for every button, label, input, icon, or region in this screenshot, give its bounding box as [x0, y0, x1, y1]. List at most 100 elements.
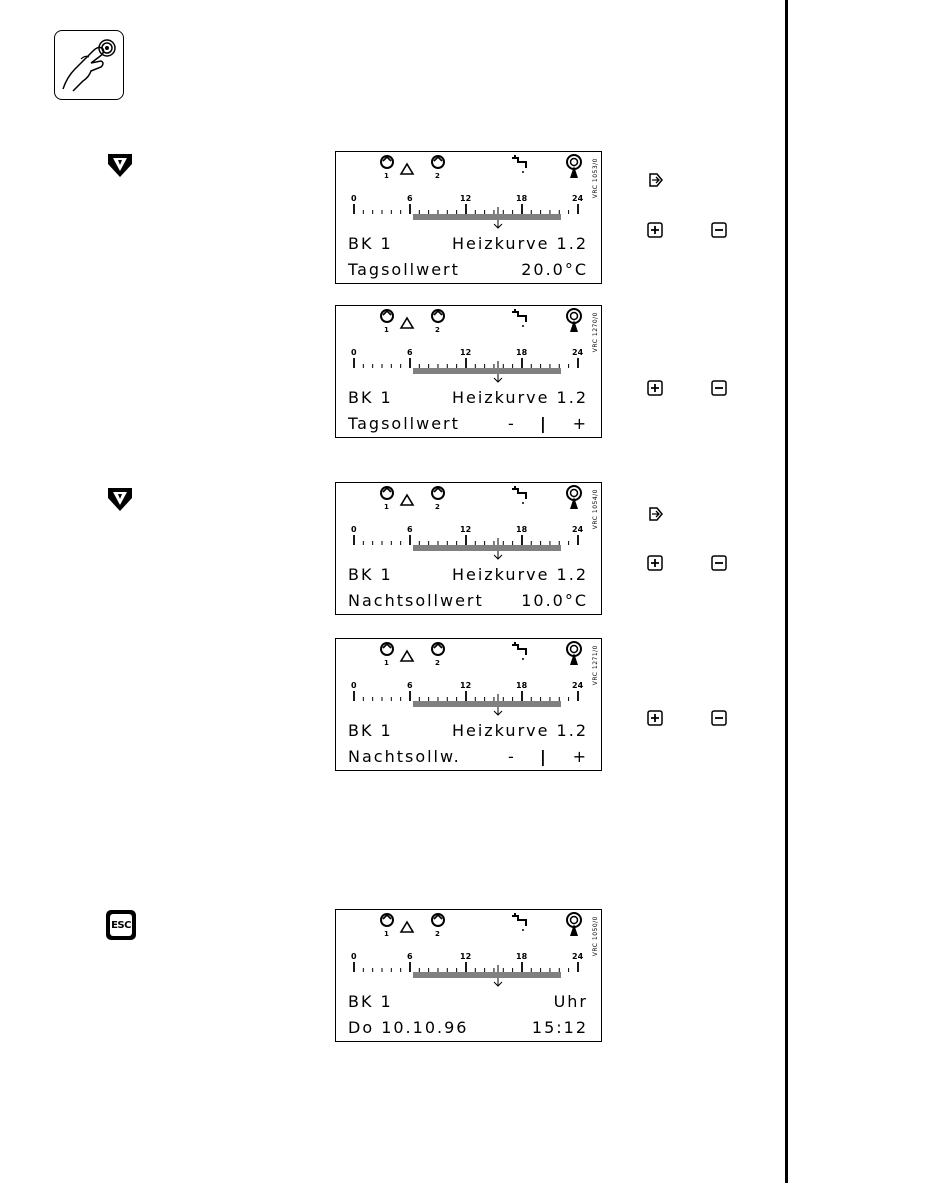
lcd-line-1-right: Heizkurve 1.2: [451, 388, 588, 407]
lcd-line-1-left: BK 1: [348, 388, 393, 407]
enter-icon[interactable]: [648, 172, 664, 188]
pump-2-icon: [431, 155, 445, 169]
esc-button[interactable]: ESC: [106, 910, 136, 940]
lcd-line-2-right: +: [572, 747, 588, 766]
plus-icon[interactable]: [647, 222, 663, 238]
scale-label: 12: [460, 952, 472, 961]
scale-label: 6: [407, 194, 413, 203]
pump-number-label: 1: [384, 659, 389, 667]
lcd-line-1: BK 1 Heizkurve 1.2: [348, 565, 588, 584]
lcd-line-1-right: Heizkurve 1.2: [451, 565, 588, 584]
scale-label: 12: [460, 525, 472, 534]
lcd-line-2-left: Nachtsollwert: [348, 591, 484, 610]
pump-1-icon: [380, 486, 394, 500]
lcd-line-2-right: +: [572, 414, 588, 433]
lcd-line-1: BK 1 Uhr: [348, 992, 588, 1011]
lcd-line-2: Nachtsollwert 10.0°C: [348, 591, 588, 610]
minus-icon[interactable]: [711, 222, 727, 238]
scale-label: 12: [460, 681, 472, 690]
scale-label: 6: [407, 681, 413, 690]
pump-2-icon: [431, 913, 445, 927]
pump-number-label: 1: [384, 172, 389, 180]
lcd-line-2: Nachtsollw.-|+: [348, 747, 588, 766]
figure-reference: VRC 1053/0: [592, 158, 599, 199]
tap-icon: [512, 642, 527, 660]
tap-icon: [512, 155, 527, 173]
scale-label: 24: [572, 681, 584, 690]
figure-reference: VRC 1050/0: [592, 916, 599, 957]
pump-number-label: 1: [384, 930, 389, 938]
minus-icon[interactable]: [711, 380, 727, 396]
pump-2-icon: [431, 309, 445, 323]
minus-icon[interactable]: [711, 710, 727, 726]
scale-label: 24: [572, 348, 584, 357]
down-arrow-button-icon[interactable]: [106, 485, 134, 513]
pump-1-icon: [380, 642, 394, 656]
scale-label: 12: [460, 348, 472, 357]
heating-signal-icon: [566, 154, 582, 178]
lcd-line-2: Tagsollwert-|+: [348, 414, 588, 433]
scale-label: 0: [351, 348, 357, 357]
hand-press-icon: [54, 30, 124, 100]
enter-icon[interactable]: [648, 506, 664, 522]
pump-2-icon: [431, 642, 445, 656]
scale-label: 24: [572, 525, 584, 534]
margin-rule: [785, 0, 788, 1183]
minus-icon[interactable]: [711, 555, 727, 571]
burner-triangle-icon: [399, 316, 415, 329]
lcd-line-2-right: 20.0°C: [521, 260, 588, 279]
scale-label: 12: [460, 194, 472, 203]
plus-icon[interactable]: [647, 380, 663, 396]
lcd-line-2-left: Nachtsollw.: [348, 747, 461, 766]
burner-triangle-icon: [399, 649, 415, 662]
scale-label: 18: [516, 952, 528, 961]
heating-signal-icon: [566, 485, 582, 509]
pump-number-label: 2: [435, 930, 440, 938]
figure-reference: VRC 1271/0: [592, 645, 599, 686]
heating-signal-icon: [566, 912, 582, 936]
pump-1-icon: [380, 155, 394, 169]
lcd-line-1-right: Heizkurve 1.2: [451, 721, 588, 740]
scale-label: 6: [407, 525, 413, 534]
lcd-line-1-left: BK 1: [348, 992, 393, 1011]
pump-number-label: 2: [435, 503, 440, 511]
lcd-line-2-left: Tagsollwert: [348, 414, 460, 433]
burner-triangle-icon: [399, 493, 415, 506]
pump-number-label: 2: [435, 172, 440, 180]
lcd-line-1-right: Heizkurve 1.2: [451, 234, 588, 253]
lcd-line-1-left: BK 1: [348, 234, 393, 253]
pump-number-label: 2: [435, 326, 440, 334]
scale-label: 24: [572, 194, 584, 203]
scale-label: 0: [351, 952, 357, 961]
lcd-line-1-left: BK 1: [348, 565, 393, 584]
scale-label: 18: [516, 525, 528, 534]
scale-label: 0: [351, 194, 357, 203]
lcd-line-2-left: Do 10.10.96: [348, 1018, 469, 1037]
down-arrow-button-icon[interactable]: [106, 151, 134, 179]
pump-2-icon: [431, 486, 445, 500]
lcd-line-2-right: 10.0°C: [521, 591, 588, 610]
plus-icon[interactable]: [647, 710, 663, 726]
lcd-line-1-right: Uhr: [553, 992, 588, 1011]
plus-icon[interactable]: [647, 555, 663, 571]
pump-1-icon: [380, 913, 394, 927]
lcd-line-1: BK 1 Heizkurve 1.2: [348, 388, 588, 407]
lcd-line-2: Tagsollwert 20.0°C: [348, 260, 588, 279]
pump-1-icon: [380, 309, 394, 323]
lcd-line-2-left: Tagsollwert: [348, 260, 460, 279]
scale-label: 18: [516, 194, 528, 203]
figure-reference: VRC 1270/0: [592, 312, 599, 353]
scale-label: 18: [516, 348, 528, 357]
lcd-minus-label: -: [508, 747, 516, 766]
scale-label: 6: [407, 348, 413, 357]
tap-icon: [512, 486, 527, 504]
heating-signal-icon: [566, 308, 582, 332]
pump-number-label: 2: [435, 659, 440, 667]
lcd-minus-label: -: [508, 414, 516, 433]
pump-number-label: 1: [384, 503, 389, 511]
